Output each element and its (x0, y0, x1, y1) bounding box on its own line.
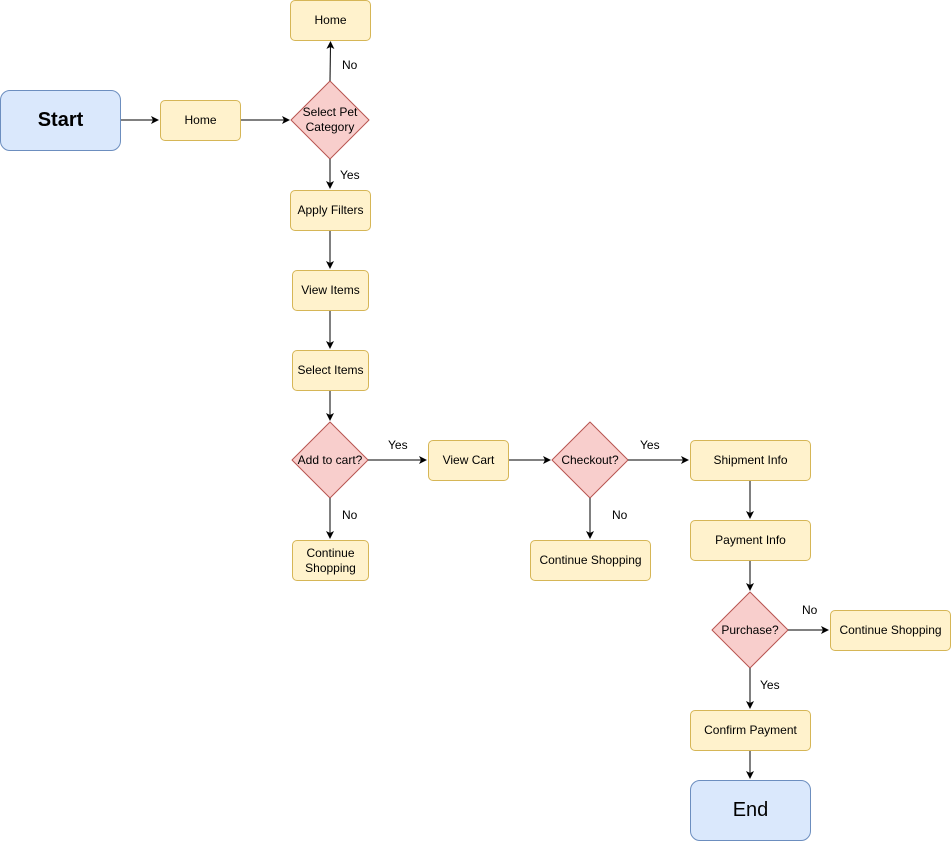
edge-label-cart-yes: Yes (388, 438, 408, 452)
home-node[interactable]: Home (160, 100, 241, 141)
edge-label-category-no: No (342, 58, 358, 72)
edge-label-category-yes: Yes (340, 168, 360, 182)
select-items-node[interactable]: Select Items (292, 350, 369, 391)
continue-shopping-node-2[interactable]: Continue Shopping (530, 540, 651, 581)
apply-filters-node[interactable]: Apply Filters (290, 190, 371, 231)
edge-label-checkout-yes: Yes (640, 438, 660, 452)
view-cart-node[interactable]: View Cart (428, 440, 509, 481)
edge-category-home-top (326, 41, 335, 82)
shipment-info-node[interactable]: Shipment Info (690, 440, 811, 481)
edge-label-purchase-no: No (802, 603, 818, 617)
edge-label-checkout-no: No (612, 508, 628, 522)
view-items-node[interactable]: View Items (292, 270, 369, 311)
start-node[interactable]: Start (0, 90, 121, 151)
continue-shopping-node-1[interactable]: Continue Shopping (292, 540, 369, 581)
payment-info-node[interactable]: Payment Info (690, 520, 811, 561)
end-node[interactable]: End (690, 780, 811, 841)
decision-add-to-cart-shape (291, 421, 369, 499)
home-top-node[interactable]: Home (290, 0, 371, 41)
continue-shopping-node-3[interactable]: Continue Shopping (830, 610, 951, 651)
decision-checkout-shape (551, 421, 629, 499)
decision-purchase-shape (711, 591, 789, 669)
confirm-payment-node[interactable]: Confirm Payment (690, 710, 811, 751)
decision-select-category-shape (290, 80, 370, 160)
edge-label-purchase-yes: Yes (760, 678, 780, 692)
edge-label-cart-no: No (342, 508, 358, 522)
